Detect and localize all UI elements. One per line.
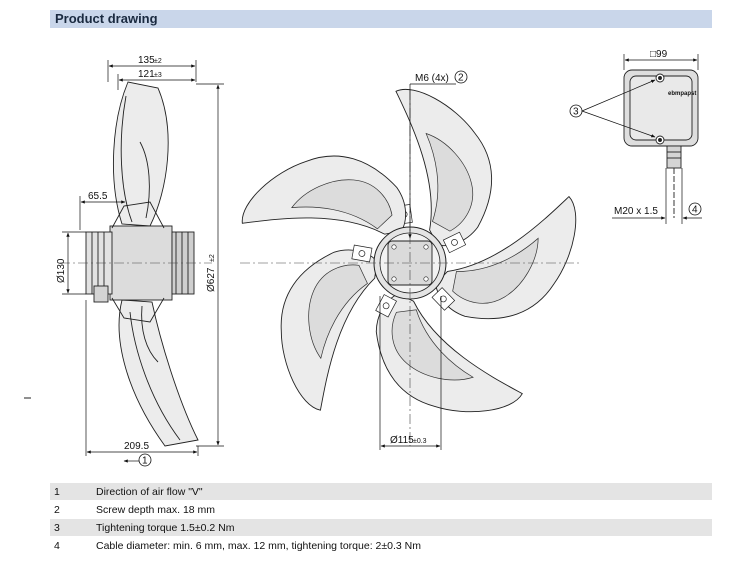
dim-box-size: □99: [650, 49, 668, 60]
fan-blade: [435, 195, 577, 320]
dim-blade-dia-tol: ±2: [209, 254, 216, 262]
dim-hub-depth-tol: ±3: [154, 72, 162, 79]
legend-text: Direction of air flow "V": [90, 483, 712, 501]
front-dimensions: [379, 83, 456, 450]
box-dimensions: [581, 54, 702, 224]
callout-3-circle: [569, 104, 583, 118]
fan-blade: [375, 287, 523, 413]
legend-text: Screw depth max. 18 mm: [90, 500, 712, 519]
legend-number: 3: [50, 518, 90, 537]
brand-logo: ebmpapst: [668, 91, 696, 97]
callout-3: 3: [573, 107, 579, 118]
callout-2-circle: [454, 70, 468, 84]
dim-blade-dia: Ø627: [206, 267, 217, 292]
callout-4: 4: [692, 205, 698, 216]
legend-text: Cable diameter: min. 6 mm, max. 12 mm, t…: [90, 536, 712, 555]
fan-blade: [280, 249, 397, 411]
dim-motor-dia: Ø130: [56, 258, 67, 283]
dim-hub-depth: 121: [138, 69, 155, 80]
callout-1-circle: [138, 453, 152, 467]
legend-number: 4: [50, 536, 90, 555]
terminal-box: [623, 69, 699, 218]
dim-thread: M6 (4x): [415, 73, 449, 84]
callout-4-circle: [688, 202, 702, 216]
callout-2: 2: [458, 73, 464, 84]
section-header: Product drawing: [50, 10, 712, 28]
dim-bolt-circle-tol: ±0.3: [413, 438, 427, 445]
fan-blade: [241, 155, 406, 263]
fan-blade: [395, 89, 493, 247]
dim-flange-offset: 65.5: [88, 191, 108, 202]
dim-bolt-circle: Ø115: [390, 435, 414, 446]
callout-1: 1: [142, 456, 148, 467]
side-dimensions: [62, 60, 224, 463]
legend-text: Tightening torque 1.5±0.2 Nm: [90, 518, 712, 537]
front-view: [241, 89, 577, 413]
dim-overall-depth: 135: [138, 55, 155, 66]
section-title: Product drawing: [55, 11, 158, 26]
legend-number: 2: [50, 500, 90, 519]
side-view: [85, 81, 199, 447]
legend-number: 1: [50, 483, 90, 501]
dim-overall-depth-tol: ±2: [154, 58, 162, 65]
dim-total-length: 209.5: [124, 441, 149, 452]
dim-gland: M20 x 1.5: [614, 206, 658, 217]
